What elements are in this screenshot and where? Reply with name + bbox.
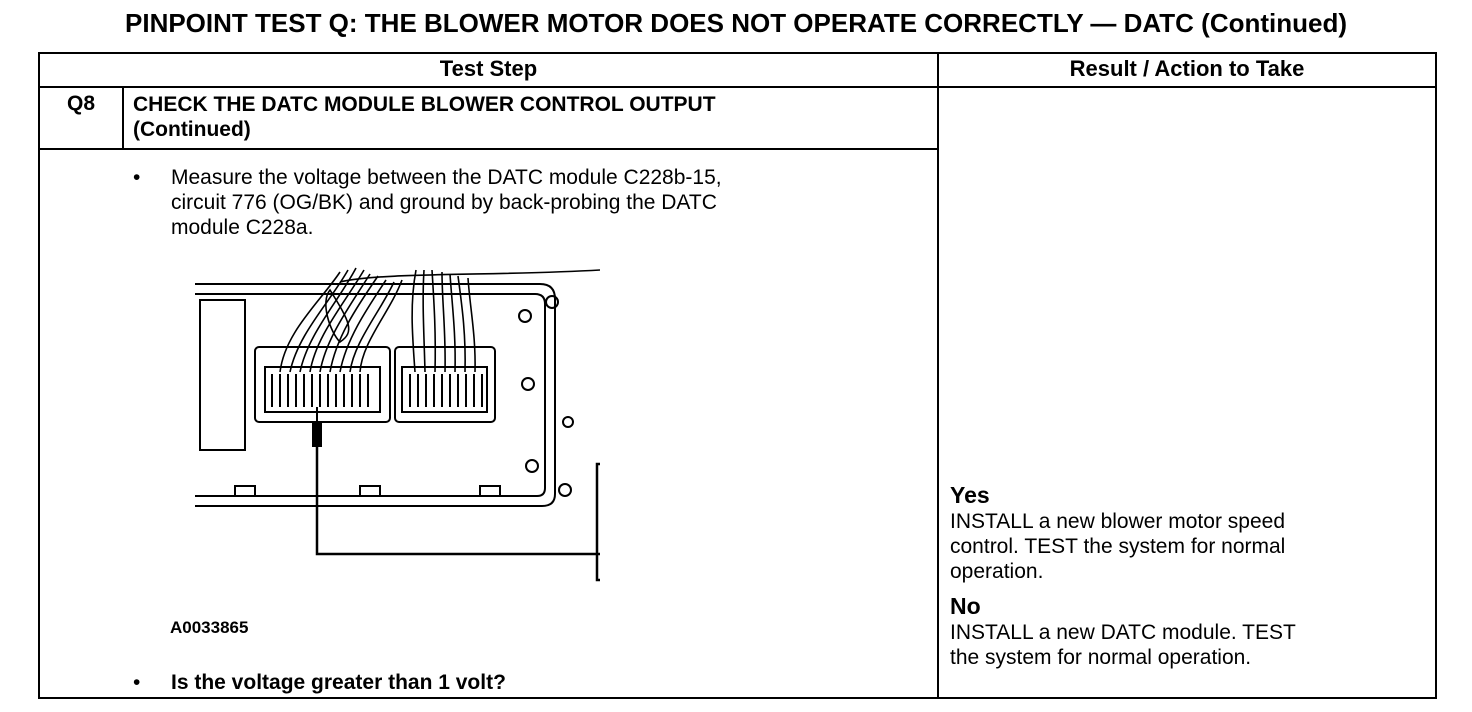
step-title-line1: CHECK THE DATC MODULE BLOWER CONTROL OUT… — [133, 93, 716, 116]
bullet-measure: • Measure the voltage between the DATC m… — [133, 165, 913, 245]
bullet-measure-line3: module C228a. — [171, 216, 314, 239]
column-divider — [937, 52, 939, 699]
result-no-line2: the system for normal operation. — [950, 646, 1252, 669]
result-no-label: No — [950, 593, 981, 619]
bullet-question: • Is the voltage greater than 1 volt? — [133, 670, 913, 696]
bullet-question-text: Is the voltage greater than 1 volt? — [171, 671, 506, 694]
step-title-divider — [38, 148, 939, 150]
result-yes-line2: control. TEST the system for normal — [950, 535, 1286, 558]
result-no-line1: INSTALL a new DATC module. TEST — [950, 621, 1296, 644]
step-id-divider — [122, 86, 124, 150]
figure-id: A0033865 — [170, 618, 249, 637]
header-result: Result / Action to Take — [1069, 56, 1305, 81]
test-table — [38, 52, 1437, 699]
bullet-measure-line2: circuit 776 (OG/BK) and ground by back-p… — [171, 191, 717, 214]
result-no-text: INSTALL a new DATC module. TEST the syst… — [950, 620, 1410, 670]
header-divider — [38, 86, 1437, 88]
result-yes-label: Yes — [950, 482, 990, 508]
bullet-measure-text: Measure the voltage between the DATC mod… — [171, 165, 722, 240]
step-id: Q8 — [66, 92, 95, 115]
header-test-step: Test Step — [439, 56, 538, 81]
page-title: PINPOINT TEST Q: THE BLOWER MOTOR DOES N… — [125, 8, 1347, 38]
result-yes-line1: INSTALL a new blower motor speed — [950, 510, 1285, 533]
step-title: CHECK THE DATC MODULE BLOWER CONTROL OUT… — [133, 92, 913, 142]
bullet-symbol: • — [133, 166, 141, 189]
module-voltmeter-diagram: V + − — [195, 267, 600, 582]
bullet-measure-line1: Measure the voltage between the DATC mod… — [171, 166, 722, 189]
step-title-line2: (Continued) — [133, 118, 251, 141]
bullet-symbol: • — [133, 671, 141, 694]
result-yes-text: INSTALL a new blower motor speed control… — [950, 509, 1410, 584]
result-yes-line3: operation. — [950, 560, 1044, 583]
